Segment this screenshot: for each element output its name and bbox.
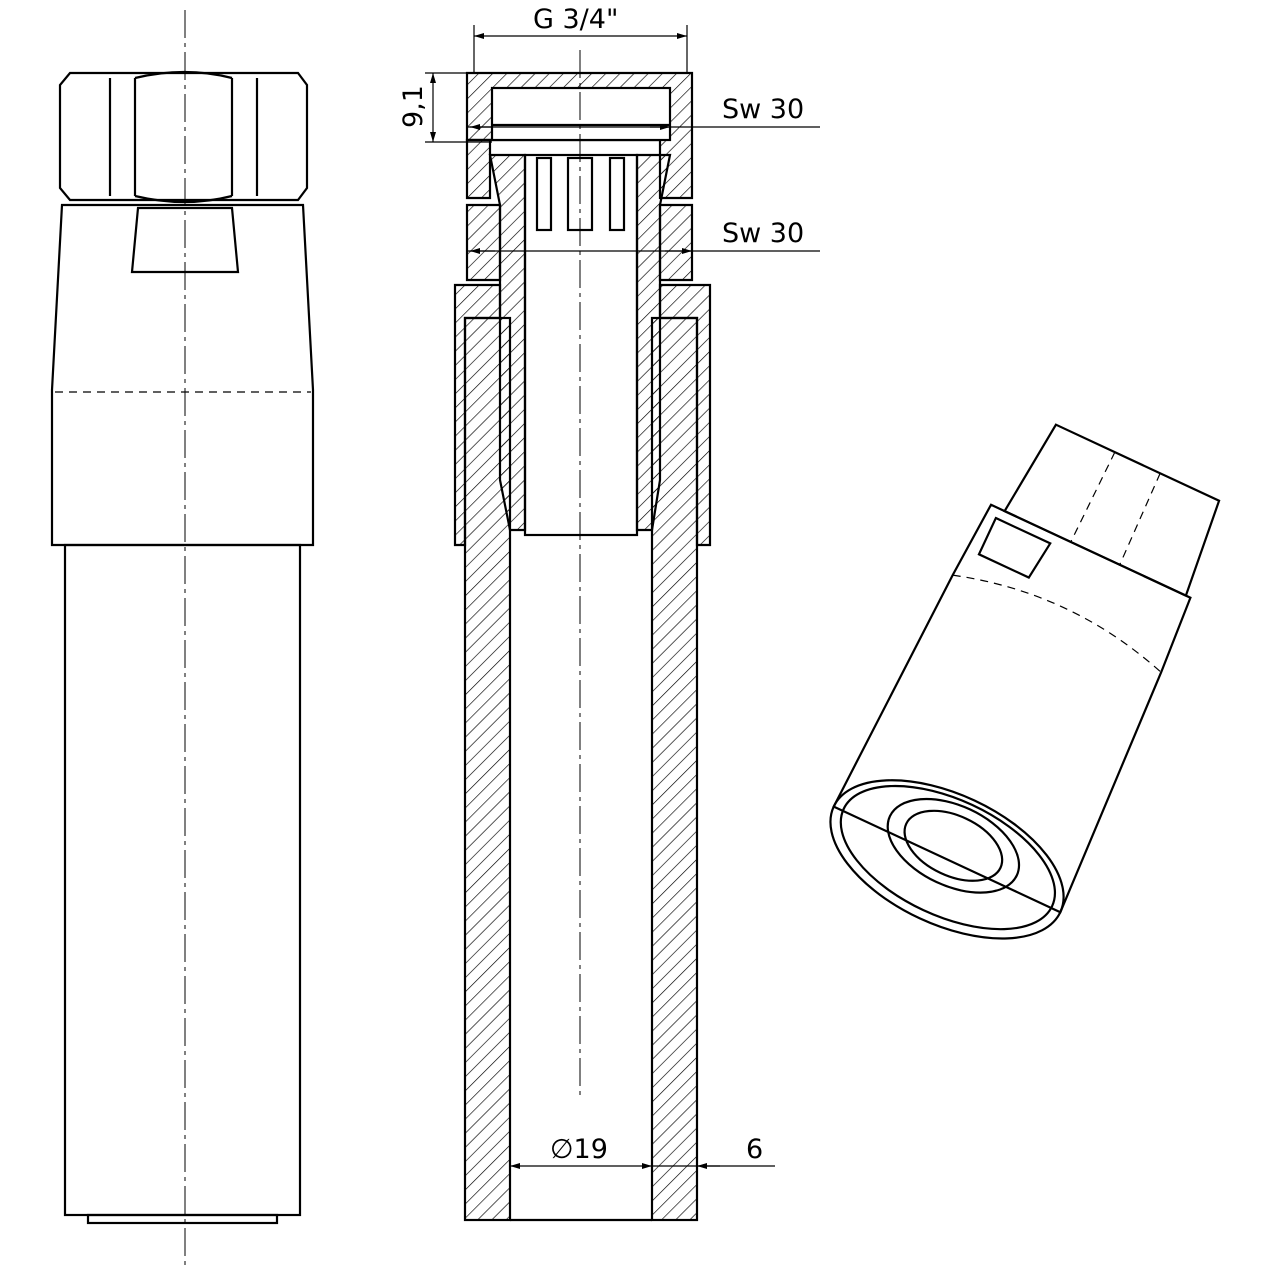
thread-bore [490,86,672,142]
isometric-view [829,423,1221,940]
tube-end [86,1213,279,1225]
tube-wall-right [650,316,699,1222]
hex-nut [58,71,309,202]
tube [63,543,302,1217]
inner-diameter-label: ∅19 [550,1134,608,1165]
body [50,203,315,547]
iso-hex-nut [1003,423,1221,598]
section-view: G 3/4" 9,1 Sw 30 Sw 30 ∅19 6 [398,4,820,1222]
wall-thickness-label: 6 [746,1134,763,1165]
wrench-size-bottom-label: Sw 30 [722,218,804,249]
key-flat [130,206,240,274]
side-view [50,10,315,1270]
wrench-size-top-label: Sw 30 [722,94,804,125]
depth-dim-label: 9,1 [398,85,429,128]
iso-body [832,503,1192,914]
thread-dim-label: G 3/4" [533,4,618,35]
tube-wall-left [463,316,512,1222]
iso-end-face [829,779,1065,940]
